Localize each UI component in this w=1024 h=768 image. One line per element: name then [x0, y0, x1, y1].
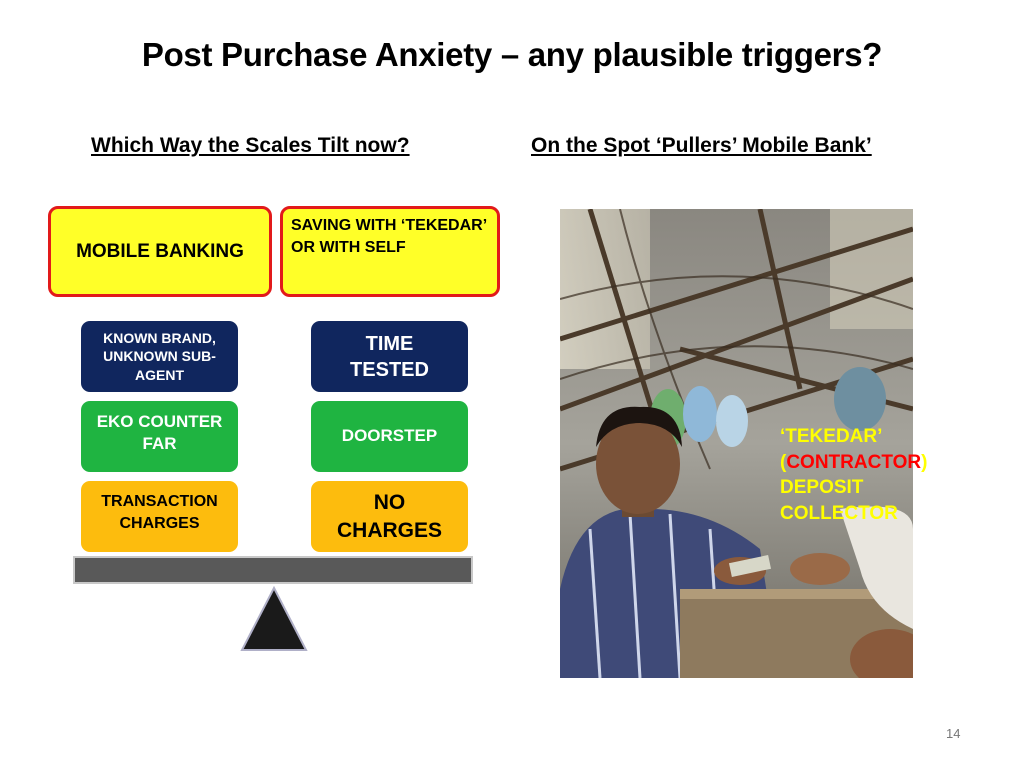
left-heading: Which Way the Scales Tilt now?: [91, 134, 410, 157]
caption-line-contractor: (CONTRACTOR): [780, 450, 927, 476]
right-heading: On the Spot ‘Pullers’ Mobile Bank’: [531, 134, 872, 157]
transaction-charges-tile: TRANSACTION CHARGES: [81, 481, 238, 552]
eko-counter-tile: EKO COUNTER FAR: [81, 401, 238, 472]
caption-line-collector: COLLECTOR: [780, 502, 898, 524]
doorstep-tile: DOORSTEP: [311, 401, 468, 472]
caption-open-paren: (: [780, 451, 787, 473]
page-number: 14: [946, 726, 961, 741]
fulcrum-triangle: [240, 586, 308, 651]
tekedar-caption: ‘TEKEDAR’ (CONTRACTOR) DEPOSIT COLLECTOR: [780, 424, 927, 527]
caption-close-paren: ): [921, 451, 928, 473]
caption-contractor: CONTRACTOR: [786, 451, 922, 473]
slide-title: Post Purchase Anxiety – any plausible tr…: [141, 36, 883, 73]
caption-line-deposit: DEPOSIT: [780, 477, 864, 499]
saving-tekedar-pan: SAVING WITH ‘TEKEDAR’ OR WITH SELF: [280, 206, 500, 297]
caption-line-tekedar: ‘TEKEDAR’: [780, 426, 883, 447]
mobile-banking-pan: MOBILE BANKING: [48, 206, 272, 297]
no-charges-tile: NO CHARGES: [311, 481, 468, 552]
time-tested-tile: TIME TESTED: [311, 321, 468, 392]
scale-beam: [73, 556, 473, 584]
photo-deposit-collector: [560, 209, 913, 678]
known-brand-tile: KNOWN BRAND, UNKNOWN SUB-AGENT: [81, 321, 238, 392]
